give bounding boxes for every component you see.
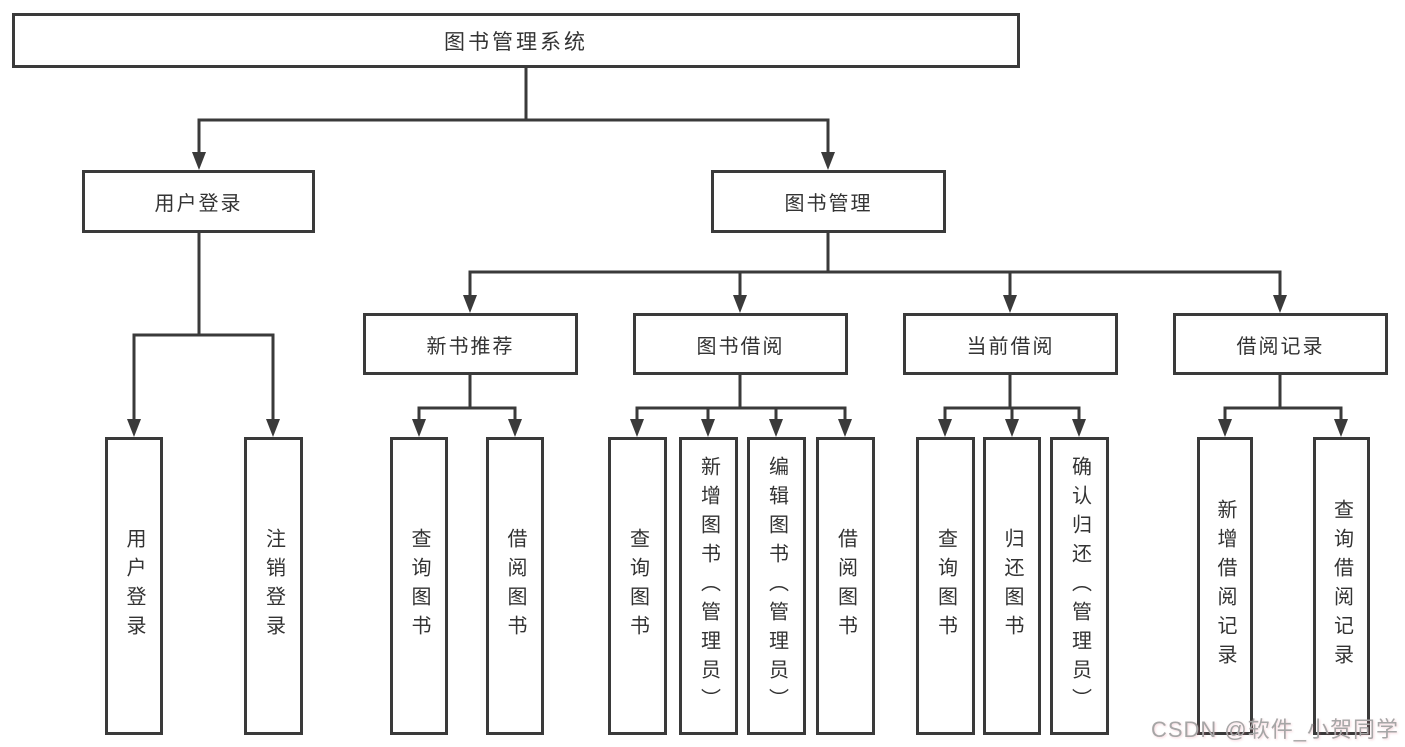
leaf-borrow-books-1: 借阅图书 (486, 437, 544, 735)
leaf-query-borrow-record: 查询借阅记录 (1313, 437, 1370, 735)
leaf-edit-books-admin-label: 编辑图书（管理员） (765, 455, 788, 717)
leaf-borrow-books-2: 借阅图书 (816, 437, 875, 735)
connector-user-login-to-leaves (132, 231, 275, 423)
leaf-borrow-books-1-label: 借阅图书 (504, 528, 526, 644)
node-user-login: 用户登录 (82, 170, 315, 233)
node-current-borrow: 当前借阅 (903, 313, 1118, 375)
leaf-return-books-label: 归还图书 (1001, 528, 1023, 644)
leaf-edit-books-admin: 编辑图书（管理员） (747, 437, 806, 735)
leaf-query-books-1: 查询图书 (390, 437, 448, 735)
node-borrow-records-label: 借阅记录 (1236, 335, 1325, 358)
leaf-logout-label: 注销登录 (262, 528, 285, 644)
connector-borrow-records-to-leaves (1223, 372, 1343, 425)
leaf-add-borrow-record-label: 新增借阅记录 (1214, 499, 1236, 673)
leaf-query-books-3-label: 查询图书 (934, 528, 957, 644)
leaf-confirm-return-admin: 确认归还（管理员） (1050, 437, 1109, 735)
node-user-login-label: 用户登录 (154, 193, 243, 215)
leaf-return-books: 归还图书 (983, 437, 1041, 735)
node-new-book-recommend: 新书推荐 (363, 313, 578, 375)
arrowheads (127, 152, 1348, 437)
leaf-borrow-books-2-label: 借阅图书 (834, 528, 857, 644)
node-current-borrow-label: 当前借阅 (966, 335, 1055, 358)
leaf-user-login-label: 用户登录 (123, 528, 145, 644)
connector-book-management-to-level3 (468, 231, 1282, 301)
connector-root-to-level2 (197, 66, 830, 156)
leaf-add-books-admin-label: 新增图书（管理员） (697, 455, 720, 717)
connector-book-borrow-to-leaves (635, 372, 847, 425)
node-new-book-recommend-label: 新书推荐 (426, 335, 515, 358)
leaf-add-books-admin: 新增图书（管理员） (679, 437, 738, 735)
node-book-management-label: 图书管理 (784, 193, 873, 215)
node-root-label: 图书管理系统 (444, 30, 588, 54)
leaf-query-books-3: 查询图书 (916, 437, 975, 735)
leaf-query-books-1-label: 查询图书 (408, 528, 430, 644)
leaf-confirm-return-admin-label: 确认归还（管理员） (1068, 455, 1091, 717)
leaf-query-books-2-label: 查询图书 (626, 528, 649, 644)
leaf-add-borrow-record: 新增借阅记录 (1197, 437, 1253, 735)
connector-new-book-rec-to-leaves (417, 372, 517, 425)
leaf-query-borrow-record-label: 查询借阅记录 (1330, 499, 1353, 673)
node-book-management: 图书管理 (711, 170, 946, 233)
node-book-borrow-label: 图书借阅 (696, 335, 785, 358)
leaf-query-books-2: 查询图书 (608, 437, 667, 735)
node-root: 图书管理系统 (12, 13, 1020, 68)
connector-current-borrow-to-leaves (943, 372, 1081, 425)
leaf-user-login: 用户登录 (105, 437, 163, 735)
node-borrow-records: 借阅记录 (1173, 313, 1388, 375)
leaf-logout: 注销登录 (244, 437, 303, 735)
node-book-borrow: 图书借阅 (633, 313, 848, 375)
